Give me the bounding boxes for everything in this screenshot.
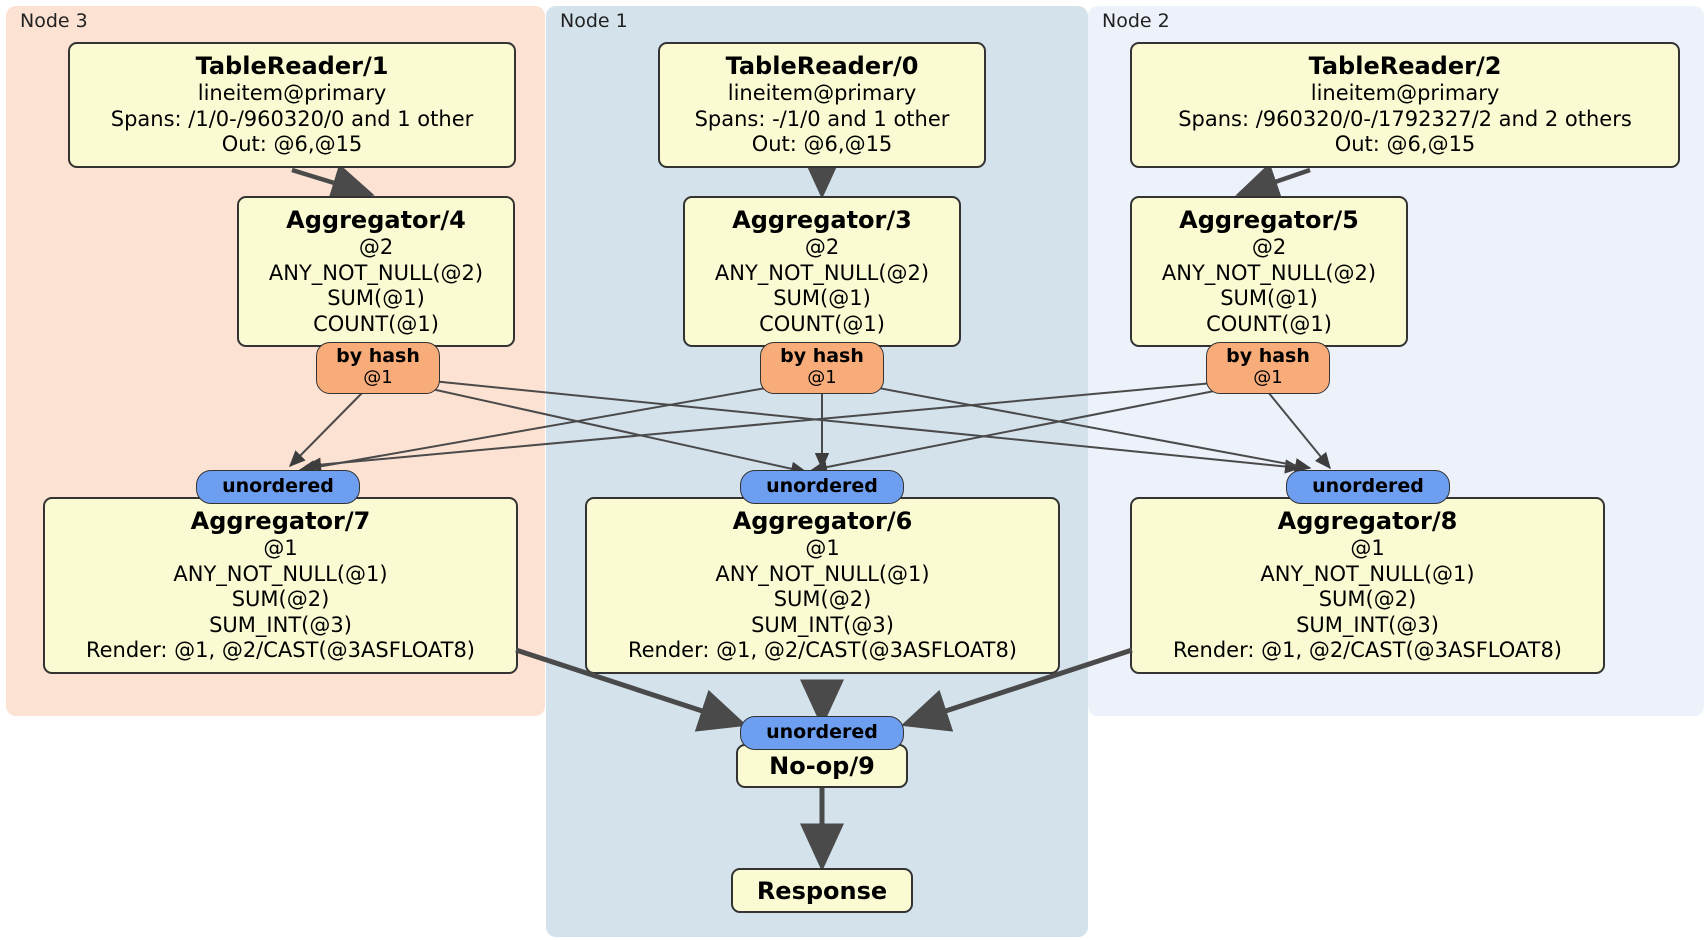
processor-line: Render: @1, @2/CAST(@3ASFLOAT8) <box>1172 638 1563 663</box>
processor-line: SUM(@2) <box>773 587 872 612</box>
hash-router-label: by hash <box>1226 345 1310 367</box>
node-label-node2: Node 2 <box>1102 10 1170 32</box>
processor-line: Out: @6,@15 <box>1334 132 1476 157</box>
hash-router-columns: @1 <box>807 366 837 388</box>
unordered-synchronizer-aggregator-6[interactable]: unordered <box>740 470 904 504</box>
processor-line: Spans: -/1/0 and 1 other <box>694 106 950 131</box>
processor-line: SUM(@2) <box>1318 587 1417 612</box>
processor-line: Render: @1, @2/CAST(@3ASFLOAT8) <box>85 638 476 663</box>
processor-line: @2 <box>804 235 840 259</box>
processor-line: SUM_INT(@3) <box>1296 612 1439 637</box>
processor-response[interactable]: Response <box>731 868 913 913</box>
processor-title: TableReader/1 <box>195 52 389 80</box>
hash-router-columns: @1 <box>1253 366 1283 388</box>
processor-line: @1 <box>1350 536 1385 560</box>
processor-line: @2 <box>358 235 394 259</box>
hash-router-aggregator-3[interactable]: by hash @1 <box>760 342 884 394</box>
processor-title: Aggregator/4 <box>286 206 466 234</box>
processor-table-reader-1[interactable]: TableReader/1 lineitem@primary Spans: /1… <box>68 42 516 168</box>
unordered-synchronizer-aggregator-8[interactable]: unordered <box>1286 470 1450 504</box>
processor-aggregator-6[interactable]: Aggregator/6 @1 ANY_NOT_NULL(@1) SUM(@2)… <box>585 497 1060 675</box>
sync-label: unordered <box>766 721 878 744</box>
processor-line: @2 <box>1251 235 1287 259</box>
node-label-node3: Node 3 <box>20 10 88 32</box>
sync-label: unordered <box>222 475 334 498</box>
processor-line: SUM(@1) <box>773 286 871 311</box>
processor-line: SUM(@1) <box>327 286 425 311</box>
sync-label: unordered <box>766 475 878 498</box>
processor-line: @1 <box>263 536 298 560</box>
processor-aggregator-7[interactable]: Aggregator/7 @1 ANY_NOT_NULL(@1) SUM(@2)… <box>43 497 518 675</box>
processor-line: lineitem@primary <box>197 81 387 105</box>
hash-router-aggregator-5[interactable]: by hash @1 <box>1206 342 1330 394</box>
processor-aggregator-5[interactable]: Aggregator/5 @2 ANY_NOT_NULL(@2) SUM(@1)… <box>1130 196 1408 348</box>
processor-line: SUM_INT(@3) <box>751 612 894 637</box>
processor-line: COUNT(@1) <box>759 311 885 336</box>
processor-title: No-op/9 <box>769 752 875 780</box>
processor-line: Render: @1, @2/CAST(@3ASFLOAT8) <box>627 638 1018 663</box>
processor-line: Spans: /960320/0-/1792327/2 and 2 others <box>1178 106 1632 131</box>
hash-router-label: by hash <box>780 345 864 367</box>
processor-title: Aggregator/8 <box>1277 507 1458 535</box>
processor-aggregator-4[interactable]: Aggregator/4 @2 ANY_NOT_NULL(@2) SUM(@1)… <box>237 196 515 348</box>
processor-line: SUM(@2) <box>231 587 330 612</box>
processor-line: ANY_NOT_NULL(@1) <box>173 561 388 586</box>
processor-line: ANY_NOT_NULL(@1) <box>715 561 930 586</box>
processor-line: lineitem@primary <box>727 81 917 105</box>
processor-line: ANY_NOT_NULL(@2) <box>268 260 484 285</box>
node-label-node1: Node 1 <box>560 10 628 32</box>
processor-title: Aggregator/6 <box>732 507 913 535</box>
processor-line: ANY_NOT_NULL(@2) <box>1161 260 1377 285</box>
processor-table-reader-2[interactable]: TableReader/2 lineitem@primary Spans: /9… <box>1130 42 1680 168</box>
processor-title: Aggregator/3 <box>732 206 912 234</box>
processor-line: @1 <box>805 536 840 560</box>
processor-title: Aggregator/5 <box>1179 206 1359 234</box>
processor-aggregator-3[interactable]: Aggregator/3 @2 ANY_NOT_NULL(@2) SUM(@1)… <box>683 196 961 348</box>
processor-line: COUNT(@1) <box>313 311 439 336</box>
unordered-synchronizer-final[interactable]: unordered <box>740 716 904 750</box>
processor-line: lineitem@primary <box>1310 81 1500 105</box>
processor-line: SUM(@1) <box>1220 286 1318 311</box>
processor-line: ANY_NOT_NULL(@2) <box>714 260 930 285</box>
hash-router-aggregator-4[interactable]: by hash @1 <box>316 342 440 394</box>
processor-line: Spans: /1/0-/960320/0 and 1 other <box>110 106 474 131</box>
processor-line: COUNT(@1) <box>1206 311 1332 336</box>
unordered-synchronizer-aggregator-7[interactable]: unordered <box>196 470 360 504</box>
processor-line: ANY_NOT_NULL(@1) <box>1260 561 1475 586</box>
processor-title: TableReader/0 <box>725 52 919 80</box>
processor-noop-9[interactable]: No-op/9 <box>736 744 908 788</box>
processor-title: Response <box>756 876 888 905</box>
processor-line: SUM_INT(@3) <box>209 612 352 637</box>
processor-line: Out: @6,@15 <box>751 132 893 157</box>
processor-table-reader-0[interactable]: TableReader/0 lineitem@primary Spans: -/… <box>658 42 986 168</box>
hash-router-label: by hash <box>336 345 420 367</box>
processor-title: Aggregator/7 <box>190 507 371 535</box>
hash-router-columns: @1 <box>363 366 393 388</box>
processor-aggregator-8[interactable]: Aggregator/8 @1 ANY_NOT_NULL(@1) SUM(@2)… <box>1130 497 1605 675</box>
processor-title: TableReader/2 <box>1308 52 1502 80</box>
sync-label: unordered <box>1312 475 1424 498</box>
processor-line: Out: @6,@15 <box>221 132 363 157</box>
